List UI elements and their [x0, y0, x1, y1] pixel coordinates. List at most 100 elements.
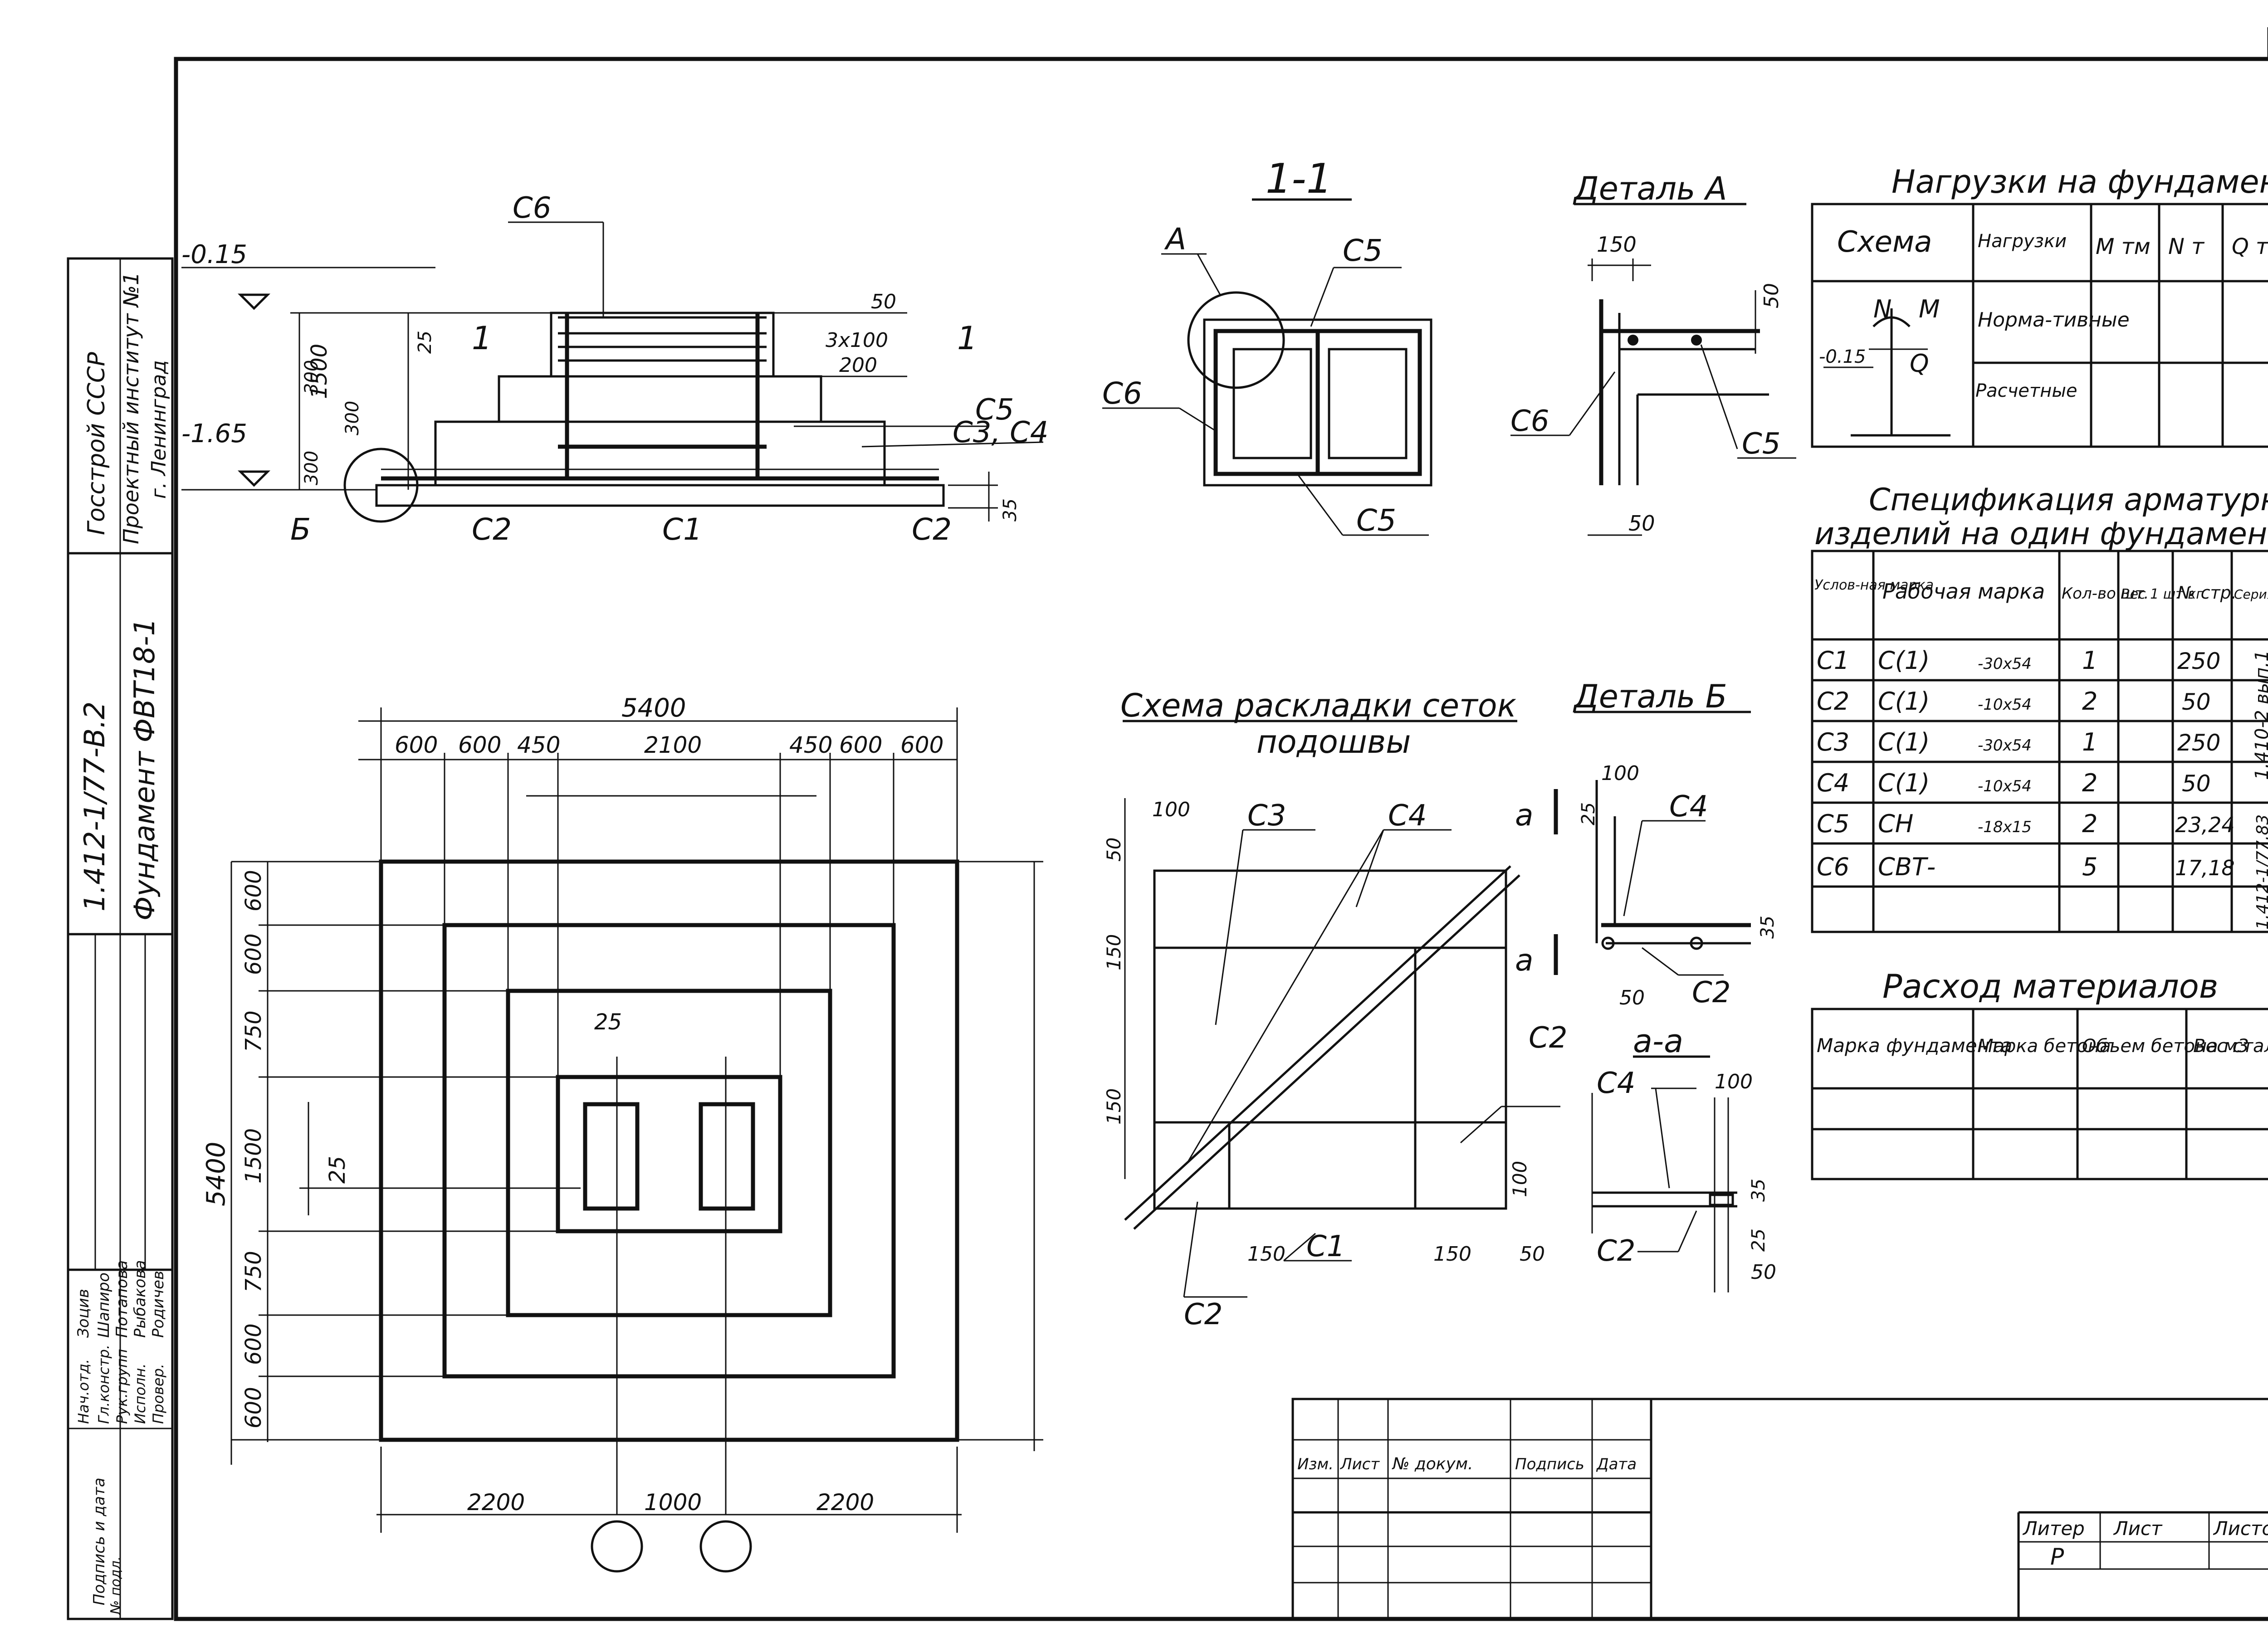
elev-mark-1: -0.15 [181, 240, 247, 269]
tb-h-doc: № докум. [1392, 1455, 1473, 1473]
spec-r3-size: -30x54 [1978, 736, 2032, 755]
mesh-dim-100b: 100 [1509, 1161, 1531, 1197]
plan-dim-total-left: 5400 [201, 1141, 231, 1206]
plan-dim-bottom-2: 1000 [644, 1489, 702, 1516]
mesh-label-c2a: С2 [1529, 1021, 1567, 1055]
tb-h-sign: Подпись [1515, 1455, 1584, 1473]
spec-r1-page: 250 [2177, 648, 2220, 674]
spec-r4-work: С(1) [1878, 769, 1930, 797]
spec-r1-mark: С1 [1817, 646, 1849, 675]
spec-h-work: Рабочая марка [1882, 579, 2045, 604]
detail-b-dim-35: 35 [1757, 916, 1778, 939]
spec-r5-page: 23,24 [2175, 813, 2235, 837]
loads-scheme-q: Q [1910, 349, 1929, 378]
section-1-1-label-c6: С6 [1102, 376, 1142, 411]
spec-r4-page: 50 [2182, 770, 2211, 797]
plan-dim-top-4: 2100 [644, 732, 702, 758]
elev-mark-2: -1.65 [181, 419, 247, 448]
elev-label-b: Б [290, 512, 311, 547]
loads-row-normative: Норма-тивные [1978, 308, 2130, 331]
mesh-title-1: Схема раскладки сеток [1120, 687, 1516, 724]
stamp-role-3: Рук.групп [113, 1349, 131, 1424]
elev-dim-25: 25 [415, 331, 435, 354]
loads-title: Нагрузки на фундамент [1892, 163, 2268, 200]
mesh-dim-50b: 50 [1520, 1243, 1545, 1266]
elev-dim-300b: 300 [342, 401, 363, 435]
detail-a [1510, 203, 1796, 536]
detail-b-cut-a1: а [1515, 798, 1533, 833]
detail-b [1554, 711, 1751, 976]
plan-dim-25-b: 25 [325, 1156, 350, 1184]
elev-label-c5: С5 [975, 393, 1014, 427]
stamp-role-2: Гл.констр. [95, 1345, 112, 1424]
stamp-left [67, 257, 174, 1620]
spec-r6-mark: С6 [1817, 853, 1849, 881]
spec-r2-mark: С2 [1817, 687, 1849, 716]
detail-a-label-c5: С5 [1742, 427, 1780, 461]
stamp-role-5: Провер. [150, 1364, 167, 1424]
spec-r4-size: -10x54 [1978, 777, 2032, 795]
plan-dim-top-1: 600 [395, 732, 438, 758]
loads-h-scheme: Схема [1837, 225, 1932, 259]
loads-scheme-m: M [1919, 295, 1940, 323]
spec-r6-page: 17,18 [2175, 856, 2235, 880]
frame [174, 27, 2268, 1621]
spec-r5-size: -18x15 [1978, 818, 2032, 836]
elev-label-c2a: С2 [472, 512, 512, 547]
spec-h-qty: Кол-во шт. [2062, 585, 2149, 603]
section-a-a-dim-50: 50 [1751, 1261, 1776, 1284]
spec-series-2: 1.412-1/77.83 [2253, 814, 2268, 930]
materials-h-1: Марка фундамента [1817, 1034, 2012, 1057]
spec-r5-qty: 2 [2082, 809, 2097, 838]
spec-table [1811, 550, 2268, 933]
tb-h-izm: Изм. [1297, 1455, 1334, 1473]
materials-title: Расход материалов [1882, 967, 2218, 1005]
elev-dim-35: 35 [1000, 498, 1021, 522]
section-a-a-dim-25: 25 [1748, 1228, 1769, 1252]
materials-h-2: Марка бетона [1978, 1036, 2111, 1057]
stamp-org-2: Проектный институт №1 [119, 272, 143, 544]
spec-r3-qty: 1 [2082, 728, 2097, 756]
plan-dim-top-2: 600 [458, 732, 501, 758]
mesh-dim-50a: 50 [1103, 838, 1125, 862]
plan-view [230, 707, 1043, 1573]
mesh-label-c1: С1 [1306, 1230, 1345, 1263]
loads-row-calc: Расчетные [1975, 380, 2077, 401]
mesh-dim-150d: 150 [1433, 1243, 1471, 1266]
stamp-side-label-2: № подл. [108, 1556, 124, 1615]
plan-dim-total-top: 5400 [621, 693, 686, 723]
plan-dim-left-1: 600 [241, 870, 266, 911]
mesh-dim-150c: 150 [1247, 1243, 1286, 1266]
plan-dim-left-7: 600 [241, 1387, 266, 1428]
stamp-name-3: Потапова [113, 1260, 131, 1338]
loads-h-m: M тм [2096, 234, 2151, 259]
tb-lit-h-1: Литер [2022, 1517, 2085, 1540]
mesh-label-c4: С4 [1388, 799, 1427, 833]
loads-table [1811, 203, 2268, 448]
detail-a-dim-150: 150 [1597, 232, 1637, 257]
tb-h-date: Дата [1596, 1455, 1637, 1473]
plan-dim-top-6: 600 [839, 732, 882, 758]
section-1-1-label-a: А [1164, 222, 1186, 257]
spec-r2-page: 50 [2182, 689, 2211, 715]
section-1-1-title: 1-1 [1266, 155, 1332, 203]
mesh-dim-150a: 150 [1103, 934, 1125, 970]
materials-table [1811, 1008, 2268, 1180]
spec-r3-mark: С3 [1817, 728, 1849, 756]
stamp-org-3: г. Ленинград [147, 360, 171, 499]
section-1-1 [1102, 198, 1432, 536]
plan-dim-bottom-3: 2200 [816, 1489, 874, 1516]
spec-r2-work: С(1) [1878, 687, 1930, 716]
loads-h-n: N т [2168, 234, 2205, 259]
stamp-name-2: Шапиро [95, 1272, 113, 1338]
spec-r4-mark: С4 [1817, 769, 1849, 797]
loads-h-q: Q т [2232, 234, 2268, 259]
loads-scheme-mark: -0.15 [1819, 346, 1866, 367]
mesh-title-2: подошвы [1256, 723, 1411, 760]
stamp-role-4: Исполн. [132, 1363, 149, 1424]
spec-r2-size: -10x54 [1978, 696, 2032, 714]
elev-dim-50: 50 [871, 290, 896, 313]
spec-r4-qty: 2 [2082, 769, 2097, 797]
mesh-layout [1123, 720, 1560, 1298]
